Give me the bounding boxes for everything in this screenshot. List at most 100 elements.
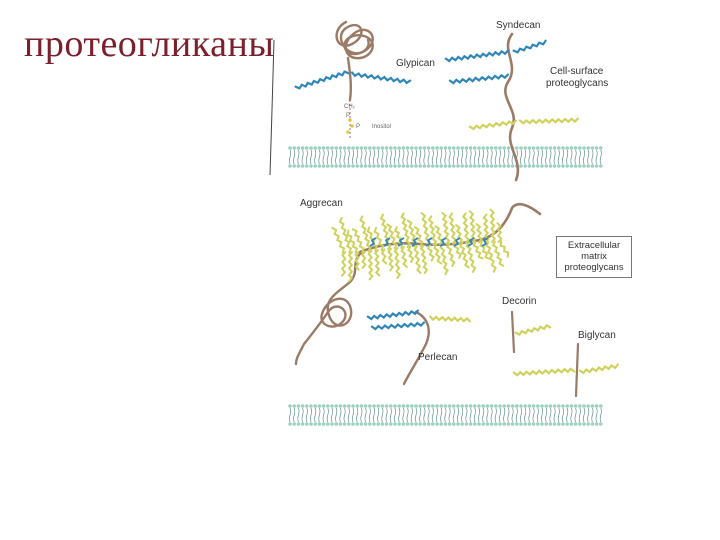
membrane-top-head [561,164,565,168]
membrane-bottom-head [300,404,305,408]
membrane-top-head [519,146,523,150]
membrane-bottom-tail [415,407,417,416]
membrane-bottom-tail [507,414,509,423]
membrane-bottom-head [321,404,326,408]
membrane-bottom-tail [503,414,505,423]
membrane-bottom-head [599,404,603,408]
membrane-top-tail [305,156,308,165]
membrane-top-head [452,164,456,168]
membrane-bottom-tail [545,414,547,423]
membrane-bottom-tail [356,407,359,416]
label-ecm-1: Extracellular [567,240,621,251]
membrane-bottom-head [452,422,456,426]
membrane-bottom-tail [318,414,320,423]
membrane-bottom-head [363,422,368,426]
membrane-bottom-tail [293,414,295,423]
membrane-top-tail [579,149,581,158]
aggrecan-keratan-chain [397,237,405,247]
membrane-top-head [410,164,414,168]
membrane-top-tail [310,156,312,165]
membrane-bottom-tail [298,407,300,416]
membrane-bottom-head [330,422,334,426]
membrane-bottom-tail [595,414,597,423]
membrane-top-tail [377,149,380,158]
membrane-top-head [393,164,397,168]
membrane-top-head [447,164,452,168]
membrane-top-tail [448,156,450,165]
membrane-bottom-tail [326,414,329,423]
membrane-bottom-tail [398,407,401,416]
membrane-top-head [485,164,490,168]
membrane-bottom-tail [377,407,380,416]
membrane-bottom-head [468,422,473,426]
membrane-bottom-head [485,404,490,408]
membrane-bottom-head [548,404,553,408]
membrane-bottom-tail [570,414,572,423]
membrane-bottom-head [347,404,351,408]
membrane-top-tail [461,149,464,158]
membrane-top-tail [402,156,404,165]
membrane-top-tail [466,149,468,158]
membrane-bottom-head [380,404,385,408]
membrane-top-tail [348,149,350,158]
membrane-top-head [380,164,385,168]
membrane-top-tail [537,149,539,158]
label-gpi-p2: P [356,124,361,130]
membrane-top-head [586,146,590,150]
membrane-top-tail [587,149,590,158]
membrane-bottom-head [473,404,477,408]
membrane-bottom-tail [431,414,434,423]
membrane-bottom-tail [449,407,451,416]
membrane-bottom-tail [373,407,375,416]
membrane-bottom-tail [452,414,455,423]
membrane-top-tail [319,149,321,158]
slide-title: протеогликаны [24,23,275,65]
membrane-top-head [519,164,523,168]
membrane-top-tail [381,156,383,165]
membrane-top-tail [465,156,467,165]
membrane-top-tail [360,156,362,165]
membrane-bottom-tail [322,414,324,423]
membrane-top-head [439,146,444,150]
aggrecan-chondroitin-chain [347,251,354,283]
membrane-top-head [548,146,553,150]
membrane-bottom-tail [327,407,329,416]
membrane-bottom-tail [537,407,539,416]
membrane-top-head [468,164,473,168]
membrane-bottom-head [544,422,548,426]
membrane-bottom-tail [419,407,422,416]
membrane-bottom-tail [541,414,543,423]
membrane-bottom-tail [494,414,497,423]
membrane-top-head [389,164,393,168]
membrane-top-head [334,164,339,168]
membrane-top-head [342,146,347,150]
membrane-bottom-tail [487,407,489,416]
membrane-bottom-tail [394,414,396,423]
aggrecan-keratan-chain [369,237,377,247]
membrane-top-tail [403,149,405,158]
membrane-top-tail [444,156,446,165]
label-syndecan: Syndecan [496,20,541,31]
aggrecan-chondroitin-chain [413,245,422,274]
membrane-top-tail [361,149,363,158]
membrane-bottom-head [384,422,389,426]
membrane-top-head [426,146,431,150]
membrane-bottom-tail [461,414,463,423]
label-ecm-3: proteoglycans [564,262,624,273]
membrane-bottom-head [305,404,309,408]
membrane-bottom-head [443,404,448,408]
membrane-top-tail [326,156,329,165]
membrane-top-head [477,146,481,150]
aggrecan-chondroitin-chain [419,244,429,275]
membrane-bottom-head [498,404,502,408]
membrane-bottom-head [489,422,494,426]
aggrecan-chondroitin-chain [472,240,484,260]
gpi-anchor-bead [350,124,354,128]
membrane-top-head [363,164,368,168]
aggrecan-chondroitin-chain [459,241,470,269]
membrane-bottom-tail [427,414,429,423]
membrane-top-tail [507,156,509,165]
membrane-top-head [468,146,473,150]
membrane-bottom-tail [301,414,303,423]
membrane-bottom-tail [428,407,430,416]
